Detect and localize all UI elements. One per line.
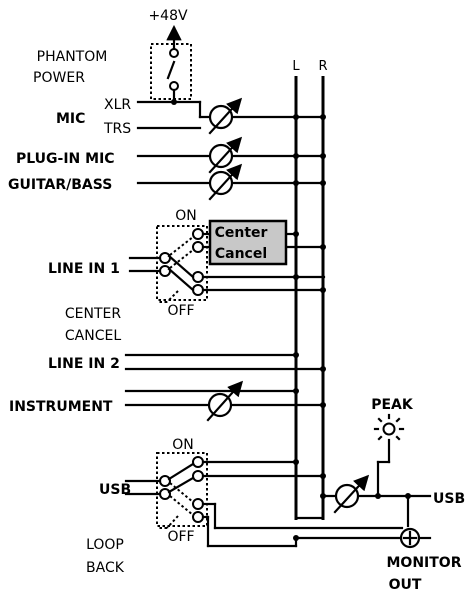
center-cancel-box-line1: Center	[215, 225, 268, 241]
instrument-level-knob	[206, 380, 244, 422]
peak-led-icon	[373, 413, 405, 441]
mic-label: MIC	[56, 111, 85, 127]
xlr-label: XLR	[104, 97, 131, 113]
l-bus-label: L	[292, 59, 300, 74]
phantom-voltage-label: +48V	[148, 8, 188, 24]
center-cancel-box	[208, 219, 288, 266]
loopback-label-line2: BACK	[86, 560, 125, 576]
plugin-mic-level-knob	[208, 136, 243, 174]
mic-level-knob	[208, 97, 243, 135]
plugin-mic-label: PLUG-IN MIC	[16, 151, 115, 167]
guitar-bass-label: GUITAR/BASS	[8, 177, 112, 193]
usb-input-lines	[124, 459, 326, 496]
guitar-bass-level-knob	[208, 163, 243, 201]
center-cancel-off-label: OFF	[167, 303, 194, 319]
line-in-1-lines	[128, 231, 326, 293]
output-level-knob	[333, 474, 370, 514]
usb-input-label: USB	[99, 482, 131, 498]
loopback-off-label: OFF	[167, 529, 194, 545]
r-bus-label: R	[318, 59, 327, 74]
monitor-mix-icon	[399, 527, 432, 549]
phantom-label-line2: POWER	[33, 70, 85, 86]
usb-output-label: USB	[433, 491, 465, 507]
center-cancel-label-line2: CANCEL	[65, 328, 121, 344]
trs-label: TRS	[103, 121, 131, 137]
loopback-switch	[156, 452, 208, 529]
line-in-2-lines	[124, 352, 326, 372]
phantom-power-switch	[150, 24, 192, 104]
phantom-label-line1: PHANTOM	[37, 49, 108, 65]
center-cancel-on-label: ON	[175, 208, 197, 224]
center-cancel-box-line2: Cancel	[215, 246, 267, 262]
monitor-out-label-line1: MONITOR	[387, 555, 462, 571]
instrument-label: INSTRUMENT	[9, 399, 113, 415]
line-in-1-label: LINE IN 1	[48, 261, 120, 277]
output-master-lines	[201, 438, 432, 548]
monitor-out-label-line2: OUT	[389, 577, 422, 593]
center-cancel-label-line1: CENTER	[65, 306, 121, 322]
center-cancel-switch	[156, 225, 208, 303]
loopback-label-line1: LOOP	[86, 537, 124, 553]
line-in-2-label: LINE IN 2	[48, 356, 120, 372]
loopback-on-label: ON	[172, 437, 194, 453]
peak-label: PEAK	[371, 397, 414, 413]
